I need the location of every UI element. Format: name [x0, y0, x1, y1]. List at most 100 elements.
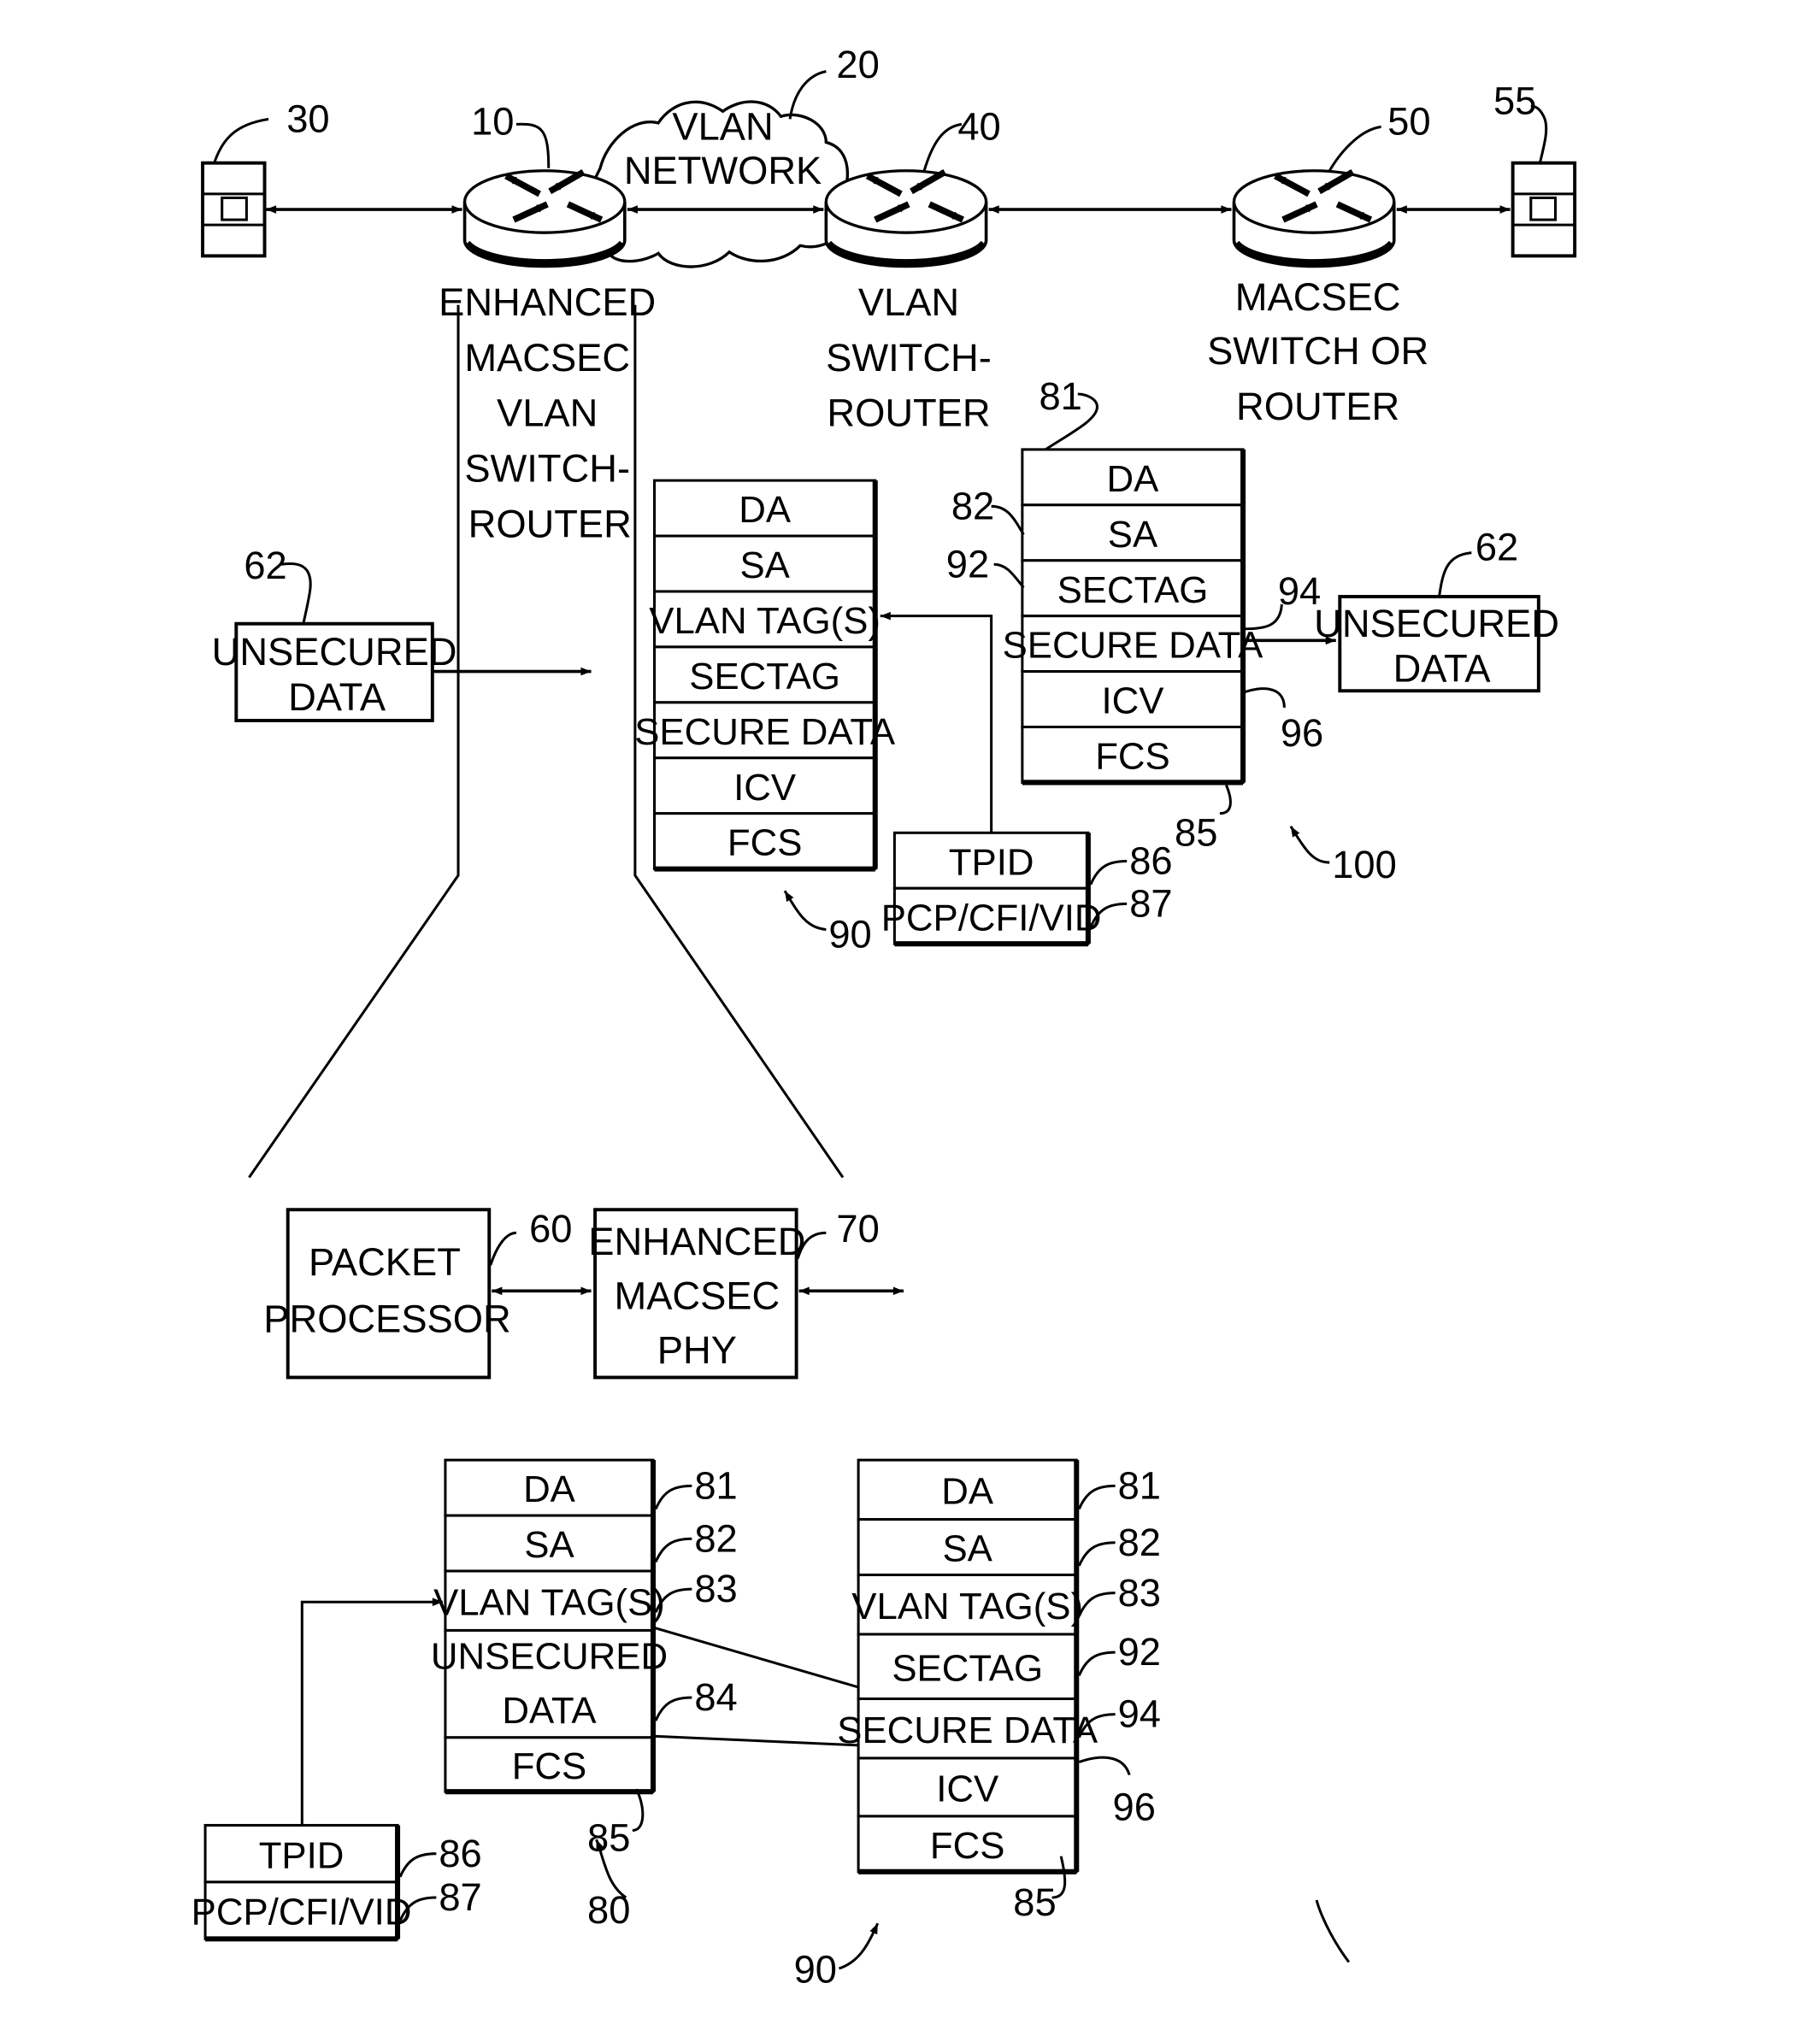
frame-field: SECTAG	[655, 647, 875, 703]
field-label: PCP/CFI/VID	[881, 897, 1102, 939]
macsec-router-label: MACSEC SWITCH OR ROUTER	[1207, 275, 1428, 428]
svg-text:SWITCH-: SWITCH-	[464, 447, 630, 491]
field-label: VLAN TAG(S)	[649, 600, 881, 642]
field-label: DA	[1107, 458, 1160, 500]
svg-text:PACKET: PACKET	[309, 1240, 461, 1284]
field-label: SECURE DATA	[634, 711, 896, 753]
svg-text:ENHANCED: ENHANCED	[588, 1220, 805, 1263]
ref-85-frame80: 85	[587, 1816, 630, 1860]
field-label: DA	[739, 489, 792, 531]
ref-40: 40	[957, 104, 1000, 148]
field-label: TPID	[949, 841, 1034, 883]
ref-number: 92	[1118, 1630, 1161, 1674]
field-label: DA	[941, 1470, 994, 1512]
frame-field: PCP/CFI/VID	[881, 888, 1102, 944]
ref-85-frame90: 85	[1013, 1880, 1056, 1924]
svg-text:SWITCH-: SWITCH-	[826, 336, 992, 380]
svg-text:MACSEC: MACSEC	[464, 336, 630, 380]
field-label: VLAN TAG(S)	[433, 1581, 665, 1623]
field-label: SECTAG	[689, 656, 840, 697]
frame-field: FCS	[445, 1738, 653, 1792]
frame-field: SA	[858, 1520, 1076, 1575]
vlan-tag-mid: TPID 86PCP/CFI/VID 87	[881, 833, 1173, 944]
svg-text:UNSECURED: UNSECURED	[212, 630, 457, 674]
frame-field: SECTAG	[858, 1634, 1076, 1698]
vlan-router-label: VLAN SWITCH- ROUTER	[826, 280, 992, 435]
ref-82-top: 82	[951, 484, 994, 527]
field-label: SA	[739, 544, 790, 586]
enhanced-router-label: ENHANCED MACSEC VLAN SWITCH- ROUTER	[439, 280, 656, 546]
ref-number: 86	[1129, 839, 1172, 883]
field-label: ICV	[936, 1768, 998, 1810]
frame-field: DA	[1022, 450, 1243, 505]
ref-10: 10	[471, 99, 514, 143]
frame-field: VLAN TAG(S)	[649, 591, 881, 647]
mapping-line-bottom	[655, 1736, 859, 1745]
field-label: UNSECURED	[431, 1636, 668, 1678]
frame-field: SA	[655, 536, 875, 591]
field-label: ICV	[1101, 680, 1163, 722]
ref-90-mid-arrow	[785, 891, 826, 929]
frame-90-bottom: DA 81SA 82VLAN TAG(S) 83SECTAG 92SECURE DATA…	[837, 1460, 1161, 1872]
field-label: DA	[523, 1468, 576, 1510]
ref-number: 83	[1118, 1571, 1161, 1615]
field-label: SA	[524, 1524, 574, 1566]
ref-62-left: 62	[244, 544, 286, 587]
ref-20: 20	[836, 43, 879, 86]
frame-field: UNSECURED DATA	[431, 1630, 668, 1737]
svg-text:PHY: PHY	[657, 1328, 737, 1372]
field-label: SECTAG	[892, 1647, 1043, 1689]
frame-field: VLAN TAG(S)	[433, 1571, 665, 1630]
ref-number: 81	[1118, 1463, 1161, 1507]
ref-number: 96	[1113, 1785, 1156, 1828]
ref-90-mid: 90	[828, 913, 871, 956]
ref-30: 30	[286, 97, 329, 140]
svg-text:PROCESSOR: PROCESSOR	[263, 1298, 510, 1341]
ref-80: 80	[587, 1888, 630, 1932]
field-label: SA	[1108, 514, 1158, 556]
field-label: VLAN TAG(S)	[851, 1586, 1083, 1627]
svg-text:ROUTER: ROUTER	[1236, 385, 1399, 428]
field-label: ICV	[733, 767, 796, 809]
frame-field: ICV	[655, 758, 875, 814]
field-label: TPID	[259, 1834, 345, 1876]
unsecured-data-box-right: UNSECURED DATA 62	[1314, 526, 1559, 691]
frame-field: SECURE DATA	[634, 703, 896, 758]
field-label: PCP/CFI/VID	[191, 1892, 412, 1933]
ref-number: 82	[1118, 1521, 1161, 1564]
arrow-tag-to-vlan-mid	[881, 616, 992, 833]
cloud-label-line-1: VLAN	[672, 104, 773, 148]
field-label: SA	[942, 1528, 992, 1570]
ref-81-top: 81	[1039, 374, 1081, 418]
frame-field: SECURE DATA	[837, 1698, 1098, 1757]
field-label: SECURE DATA	[1003, 625, 1264, 667]
svg-text:VLAN: VLAN	[858, 280, 959, 324]
frame-field: DA	[858, 1460, 1076, 1519]
frame-field: FCS	[858, 1816, 1076, 1872]
host-computer-left: 30	[203, 97, 330, 256]
ref-96-top: 96	[1281, 711, 1323, 755]
ref-number: 81	[694, 1463, 737, 1507]
field-label: FCS	[930, 1825, 1005, 1867]
svg-text:SWITCH OR: SWITCH OR	[1207, 329, 1428, 373]
ref-90-bottom: 90	[794, 1948, 837, 1992]
ref-number: 84	[694, 1675, 737, 1719]
vlan-router-icon: 40	[826, 104, 1000, 266]
ref-number: 87	[1129, 881, 1172, 925]
svg-text:DATA: DATA	[288, 675, 386, 719]
ref-100: 100	[1332, 843, 1397, 886]
frame-field: ICV	[858, 1758, 1076, 1816]
ref-number: 94	[1118, 1692, 1161, 1736]
ref-number: 82	[694, 1516, 737, 1560]
frame-field: VLAN TAG(S)	[851, 1575, 1083, 1634]
ref-60: 60	[529, 1207, 572, 1250]
field-label: FCS	[512, 1745, 587, 1787]
ref-85-top: 85	[1175, 810, 1217, 854]
frame-field: TPID	[205, 1825, 398, 1881]
ref-50: 50	[1387, 99, 1430, 143]
frame-field: SECURE DATA	[1003, 616, 1264, 672]
field-label: DATA	[502, 1690, 597, 1732]
frame-field: FCS	[655, 814, 875, 869]
ref-70: 70	[836, 1207, 879, 1250]
